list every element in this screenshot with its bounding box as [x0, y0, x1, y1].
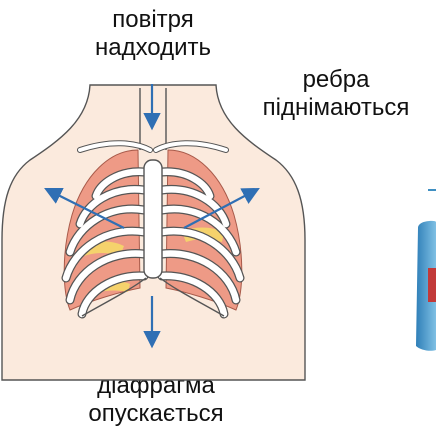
sternum: [144, 160, 162, 278]
device-fragment: [416, 190, 436, 351]
